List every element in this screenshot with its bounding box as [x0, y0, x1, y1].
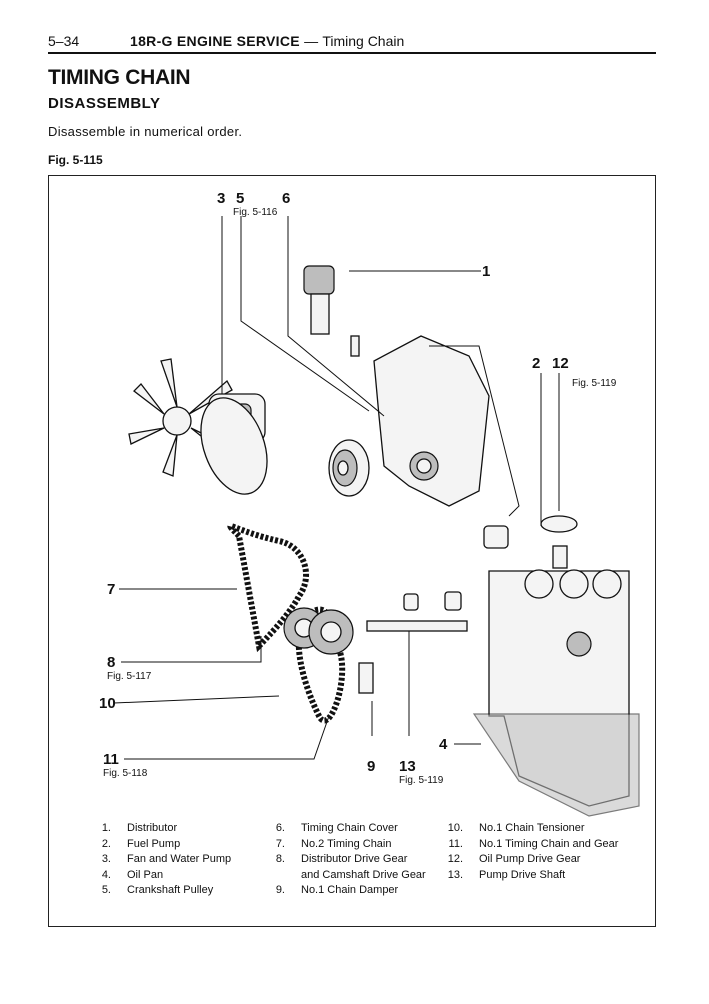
callout-5: 5: [236, 190, 244, 207]
oil-pump-gear-drawing: [540, 515, 578, 569]
callout-4: 4: [439, 736, 448, 753]
legend-item: 3.Fan and Water Pump: [101, 853, 232, 865]
distributor-drawing: [303, 265, 360, 357]
legend-item: 4.Oil Pan: [101, 868, 164, 881]
legend-item: 6.Timing Chain Cover: [275, 822, 398, 834]
water-pump-drawing: [200, 393, 268, 495]
exploded-diagram: 3 5 6 Fig. 5-116 1 2 12 Fig. 5-119 7 8 F…: [48, 175, 656, 927]
callout-8: 8: [107, 654, 115, 671]
legend-item: 9.No.1 Chain Damper: [275, 884, 399, 896]
legend-item: 10.No.1 Chain Tensioner: [447, 822, 585, 834]
fan-drawing: [128, 358, 233, 477]
callout-7: 7: [107, 581, 115, 598]
figref-5-116: Fig. 5-116: [233, 207, 278, 218]
page-subtitle: DISASSEMBLY: [48, 95, 161, 112]
callout-9: 9: [367, 758, 375, 775]
callout-11: 11: [103, 751, 119, 768]
section-separator: —: [304, 33, 319, 49]
crankshaft-pulley-drawing: [328, 439, 370, 497]
fuel-pump-drawing: [483, 525, 509, 549]
callout-1: 1: [482, 263, 490, 280]
legend-item: 7.No.2 Timing Chain: [275, 837, 392, 850]
callout-10: 10: [99, 695, 116, 712]
legend-item: 12.Oil Pump Drive Gear: [447, 853, 581, 865]
legend-item: 13.Pump Drive Shaft: [447, 868, 566, 881]
callout-3: 3: [217, 190, 225, 207]
callout-12: 12: [552, 355, 569, 372]
callout-13: 13: [399, 758, 416, 775]
page-number: 5–34: [48, 33, 80, 49]
section-name: 18R-G ENGINE SERVICE: [130, 33, 300, 49]
legend-item: 1.Distributor: [101, 822, 178, 834]
legend-item: 5.Crankshaft Pulley: [101, 884, 214, 896]
legend-item: and Camshaft Drive Gear: [301, 868, 426, 881]
figref-5-119-bottom: Fig. 5-119: [399, 775, 444, 786]
figref-5-118: Fig. 5-118: [103, 768, 148, 779]
legend-item: 8.Distributor Drive Gear: [275, 853, 408, 865]
page-header: 5–34 18R-G ENGINE SERVICE — Timing Chain: [48, 30, 656, 54]
figure-label: Fig. 5-115: [48, 153, 103, 167]
subsection-name: Timing Chain: [322, 33, 405, 49]
legend-column-2: 6.Timing Chain Cover 7.No.2 Timing Chain…: [259, 821, 426, 899]
legend-item: 2.Fuel Pump: [101, 837, 181, 850]
timing-chain-drawing: [227, 523, 354, 724]
timing-cover-drawing: [373, 335, 520, 517]
figref-5-117: Fig. 5-117: [107, 671, 152, 682]
callout-6: 6: [282, 190, 290, 207]
engine-block-drawing: [472, 569, 640, 817]
legend-item: 11.No.1 Timing Chain and Gear: [448, 837, 619, 850]
drive-shaft-drawing: [358, 591, 468, 694]
figref-5-119-top: Fig. 5-119: [572, 378, 617, 389]
instruction-text: Disassemble in numerical order.: [48, 124, 243, 139]
page-title: TIMING CHAIN: [48, 66, 191, 89]
callout-2: 2: [532, 355, 540, 372]
legend-column-3: 10.No.1 Chain Tensioner 11.No.1 Timing C…: [437, 821, 619, 883]
section-title: 18R-G ENGINE SERVICE — Timing Chain: [130, 32, 404, 50]
diagram-drawing: 3 5 6 Fig. 5-116 1 2 12 Fig. 5-119 7 8 F…: [99, 190, 640, 817]
legend-column-1: 1.Distributor 2.Fuel Pump 3.Fan and Wate…: [85, 821, 231, 899]
